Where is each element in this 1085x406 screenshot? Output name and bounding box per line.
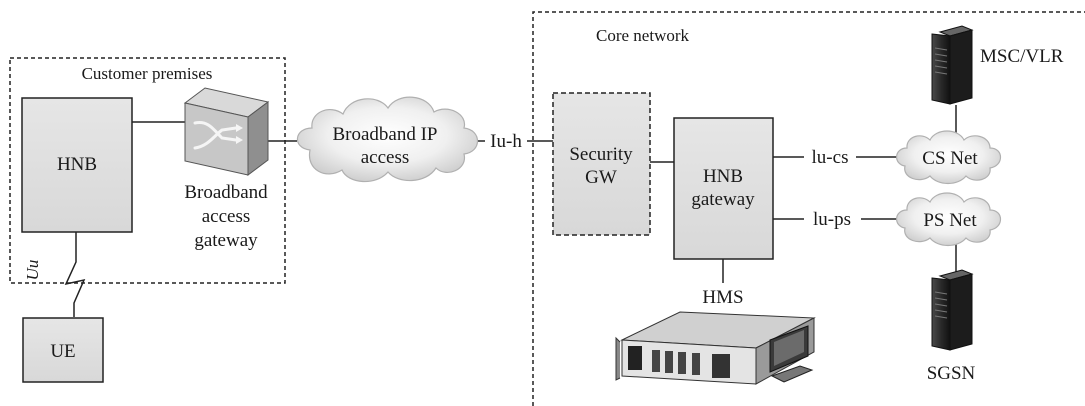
sgsn-tower-icon <box>931 269 974 351</box>
server-icon <box>615 311 816 385</box>
sgsn-label: SGSN <box>927 363 976 384</box>
hnb-box <box>21 97 133 233</box>
hnbgw-label-line2: gateway <box>691 189 755 210</box>
bag-label-line2: access <box>202 206 251 227</box>
msc-vlr-label: MSC/VLR <box>980 46 1064 67</box>
ue-box <box>22 317 104 383</box>
ps-net-cloud <box>896 192 1002 247</box>
bip-label-line2: access <box>361 147 410 168</box>
secgw-label-line1: Security <box>569 144 633 165</box>
customer-premises-label: Customer premises <box>82 64 213 83</box>
uu-label: Uu <box>23 260 42 281</box>
secgw-label-line2: GW <box>585 167 617 188</box>
hnb-label: HNB <box>57 154 97 175</box>
bip-label-line1: Broadband IP <box>332 124 437 145</box>
hnb-gateway-box <box>673 117 774 260</box>
bag-label-line1: Broadband <box>184 182 268 203</box>
cs-net-cloud <box>896 130 1002 185</box>
hnbgw-label-line1: HNB <box>703 166 743 187</box>
security-gw-box <box>552 92 651 236</box>
iu-ps-label: lu-ps <box>813 209 851 230</box>
iu-h-label: Iu-h <box>490 131 522 152</box>
links <box>64 105 957 317</box>
cs-net-label: CS Net <box>922 148 978 169</box>
customer-premises-boundary <box>9 57 286 284</box>
switch-icon <box>183 87 270 176</box>
core-network-label: Core network <box>596 26 690 45</box>
uu-radio-link <box>64 232 86 317</box>
ps-net-label: PS Net <box>923 210 977 231</box>
hms-label: HMS <box>702 287 743 308</box>
ue-label: UE <box>50 341 75 362</box>
core-network-boundary <box>532 11 1085 406</box>
broadband-ip-cloud <box>296 96 479 183</box>
iu-cs-label: lu-cs <box>812 147 849 168</box>
bag-label-line3: gateway <box>194 230 258 251</box>
msc-vlr-tower-icon <box>931 25 974 105</box>
